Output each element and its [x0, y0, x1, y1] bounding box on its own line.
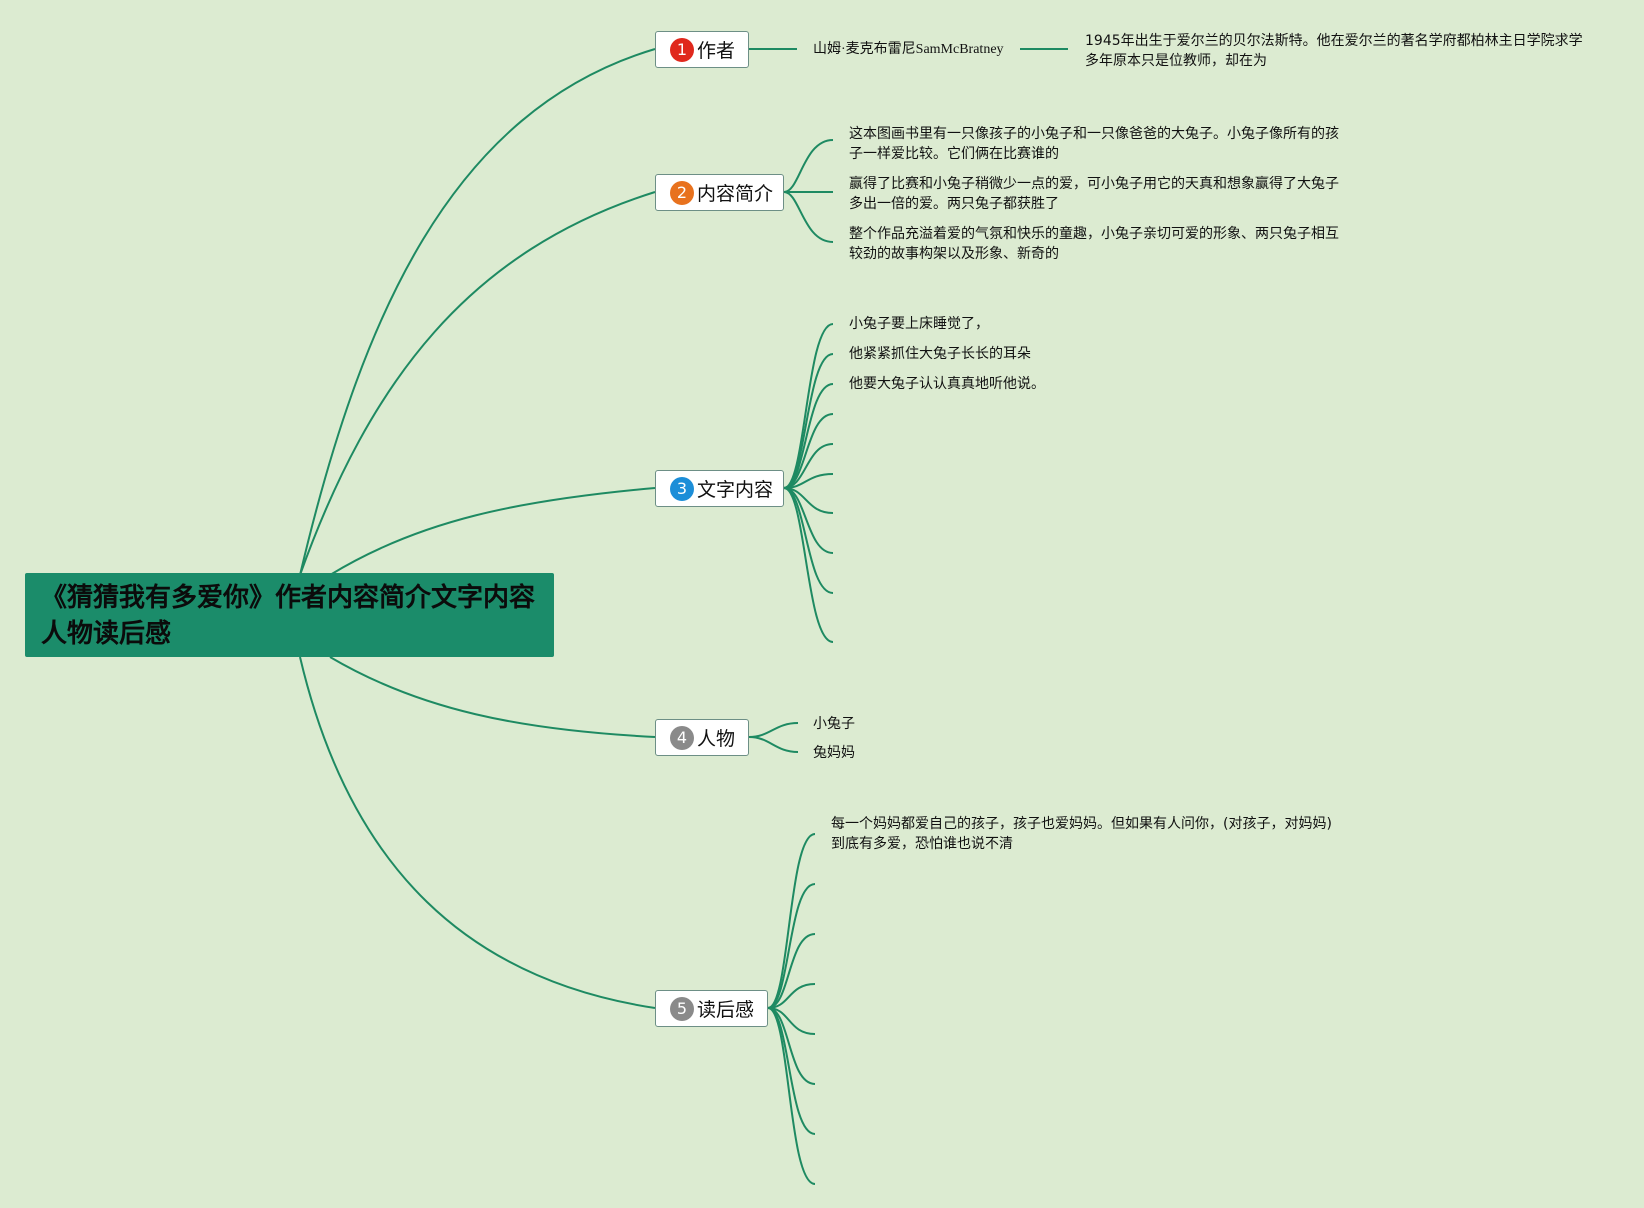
priority-4-icon: 4 [670, 725, 694, 750]
connector-root-b1 [299, 48, 656, 576]
leaf-reflection-1[interactable]: 每一个妈妈都爱自己的孩子，孩子也爱妈妈。但如果有人问你，(对孩子，对妈妈)到底有… [831, 816, 1332, 852]
connector-b5-c2 [767, 883, 816, 1009]
branch-summary-label: 内容简介 [697, 183, 774, 205]
branch-text-content-label: 文字内容 [697, 479, 774, 501]
connector-b5-c6 [767, 1007, 816, 1085]
branch-author[interactable]: 1 作者 [655, 31, 749, 68]
connector-root-b3 [329, 487, 656, 576]
connector-b5-c1 [767, 833, 816, 1009]
root-topic-title: 《猜猜我有多爱你》作者内容简介文字内容人物读后感 [41, 583, 536, 649]
leaf-character-1[interactable]: 小兔子 [813, 716, 855, 732]
connector-root-b5 [299, 656, 656, 1009]
connector-b3-c4 [783, 413, 834, 489]
leaf-text-3[interactable]: 他要大兔子认认真真地听他说。 [849, 376, 1045, 392]
root-topic[interactable]: 《猜猜我有多爱你》作者内容简介文字内容人物读后感 [25, 573, 554, 657]
leaf-author-bio[interactable]: 1945年出生于爱尔兰的贝尔法斯特。他在爱尔兰的著名学府都柏林主日学院求学多年原… [1085, 33, 1583, 69]
connector-b3-c3 [783, 383, 834, 489]
connector-b3-c10 [783, 487, 834, 643]
branch-characters-label: 人物 [697, 728, 736, 750]
connector-b2-c1 [783, 139, 834, 193]
priority-2-icon: 2 [670, 180, 694, 205]
priority-1-icon: 1 [670, 37, 694, 62]
connector-b4-c2 [748, 736, 799, 753]
connector-b4-c1 [748, 722, 799, 738]
connector-b3-c8 [783, 487, 834, 554]
branch-reflection[interactable]: 5 读后感 [655, 990, 768, 1027]
connector-root-b2 [299, 191, 656, 576]
branch-author-label: 作者 [697, 40, 736, 62]
priority-3-icon: 3 [670, 476, 694, 501]
leaf-author-name[interactable]: 山姆·麦克布雷尼SamMcBratney [813, 42, 1004, 57]
branch-summary[interactable]: 2 内容简介 [655, 174, 784, 211]
leaf-summary-3[interactable]: 整个作品充溢着爱的气氛和快乐的童趣，小兔子亲切可爱的形象、两只兔子相互较劲的故事… [849, 226, 1339, 262]
leaf-summary-1[interactable]: 这本图画书里有一只像孩子的小兔子和一只像爸爸的大兔子。小兔子像所有的孩子一样爱比… [849, 126, 1339, 162]
leaf-summary-2[interactable]: 赢得了比赛和小兔子稍微少一点的爱，可小兔子用它的天真和想象赢得了大兔子多出一倍的… [849, 176, 1339, 212]
connector-root-b4 [329, 656, 656, 738]
leaf-character-2[interactable]: 兔妈妈 [813, 745, 855, 761]
priority-5-icon: 5 [670, 996, 694, 1021]
leaf-text-2[interactable]: 他紧紧抓住大兔子长长的耳朵 [849, 346, 1031, 362]
connector-b5-c4 [767, 983, 816, 1009]
branch-characters[interactable]: 4 人物 [655, 719, 749, 756]
leaf-text-1[interactable]: 小兔子要上床睡觉了， [849, 316, 989, 332]
branch-text-content[interactable]: 3 文字内容 [655, 470, 784, 507]
connector-b5-c3 [767, 933, 816, 1009]
branch-reflection-label: 读后感 [697, 999, 755, 1021]
connector-b5-c8 [767, 1007, 816, 1185]
connector-b3-c2 [783, 353, 834, 489]
connector-b2-c3 [783, 191, 834, 243]
